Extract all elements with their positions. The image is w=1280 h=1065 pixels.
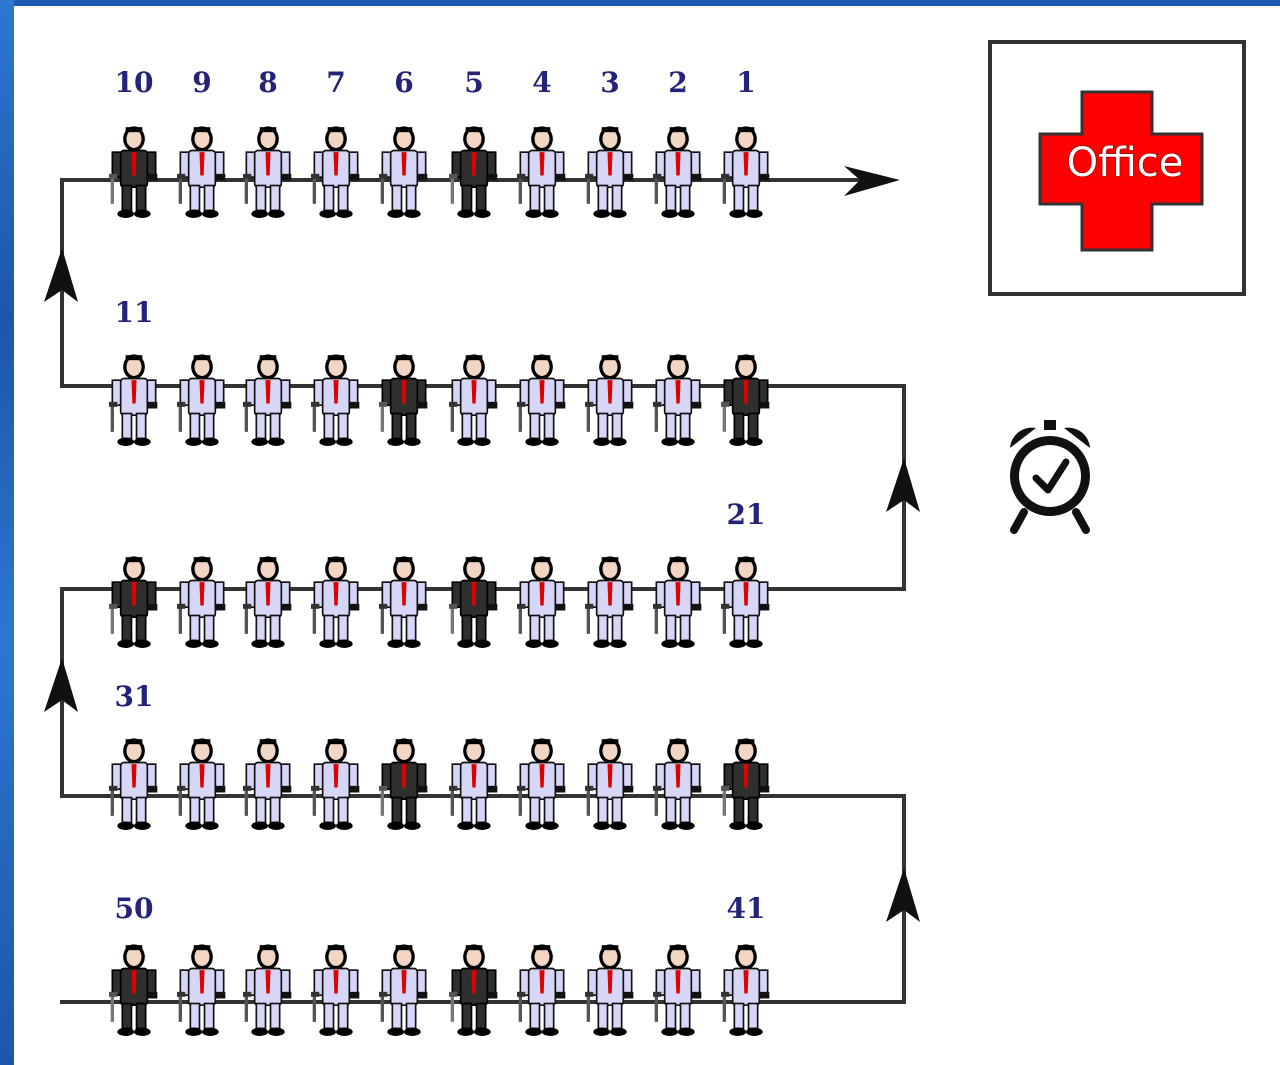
person-dark-suit-icon — [721, 353, 771, 448]
person-light-suit-icon — [653, 353, 703, 448]
person-light-suit-icon — [177, 943, 227, 1038]
person-light-suit-icon — [721, 555, 771, 650]
queue-row: 11 — [109, 296, 771, 448]
person-light-suit-icon — [517, 737, 567, 832]
person-number-label: 50 — [115, 892, 154, 925]
person-number-label: 9 — [192, 66, 211, 99]
person-light-suit-icon — [721, 943, 771, 1038]
person-light-suit-icon — [311, 555, 361, 650]
person-light-suit-icon — [517, 555, 567, 650]
person-light-suit-icon — [653, 125, 703, 220]
person-light-suit-icon — [585, 125, 635, 220]
person-light-suit-icon — [585, 353, 635, 448]
arrow-up-icon — [44, 658, 78, 712]
person-light-suit-icon — [109, 737, 159, 832]
person-dark-suit-icon — [449, 943, 499, 1038]
arrow-up-icon — [44, 248, 78, 302]
person-light-suit-icon — [379, 943, 429, 1038]
person-light-suit-icon — [243, 353, 293, 448]
person-light-suit-icon — [243, 125, 293, 220]
person-number-label: 2 — [668, 66, 687, 99]
person-number-label: 1 — [736, 66, 755, 99]
person-number-label: 10 — [115, 66, 154, 99]
person-light-suit-icon — [653, 555, 703, 650]
person-dark-suit-icon — [379, 737, 429, 832]
person-light-suit-icon — [177, 555, 227, 650]
person-light-suit-icon — [379, 555, 429, 650]
person-light-suit-icon — [449, 737, 499, 832]
office-cross-icon — [1038, 90, 1204, 252]
person-light-suit-icon — [449, 353, 499, 448]
person-number-label: 11 — [115, 296, 154, 329]
queue-row: 10 9 8 7 6 5 4 3 2 1 — [109, 66, 771, 220]
person-light-suit-icon — [243, 737, 293, 832]
person-light-suit-icon — [109, 353, 159, 448]
person-light-suit-icon — [653, 737, 703, 832]
person-light-suit-icon — [177, 353, 227, 448]
office-sign: Office — [988, 40, 1246, 296]
arrow-up-icon — [886, 868, 920, 922]
person-light-suit-icon — [243, 943, 293, 1038]
person-light-suit-icon — [243, 555, 293, 650]
person-light-suit-icon — [379, 125, 429, 220]
person-number-label: 6 — [394, 66, 413, 99]
person-dark-suit-icon — [109, 125, 159, 220]
person-dark-suit-icon — [721, 737, 771, 832]
person-number-label: 7 — [326, 66, 345, 99]
person-dark-suit-icon — [449, 555, 499, 650]
person-light-suit-icon — [177, 737, 227, 832]
person-light-suit-icon — [311, 737, 361, 832]
person-light-suit-icon — [311, 125, 361, 220]
person-number-label: 4 — [532, 66, 551, 99]
queue-row: 21 — [109, 498, 771, 650]
person-light-suit-icon — [177, 125, 227, 220]
office-label: Office — [1067, 140, 1184, 186]
person-dark-suit-icon — [379, 353, 429, 448]
arrow-right-icon — [844, 166, 900, 196]
queue-row: 31 — [109, 680, 771, 832]
person-light-suit-icon — [585, 737, 635, 832]
person-light-suit-icon — [653, 943, 703, 1038]
person-dark-suit-icon — [109, 555, 159, 650]
person-light-suit-icon — [517, 125, 567, 220]
queue-row: 50 41 — [109, 892, 771, 1038]
person-light-suit-icon — [517, 943, 567, 1038]
person-dark-suit-icon — [449, 125, 499, 220]
person-number-label: 41 — [727, 892, 766, 925]
person-light-suit-icon — [721, 125, 771, 220]
alarm-clock-icon — [1010, 420, 1090, 534]
person-number-label: 21 — [727, 498, 766, 531]
person-light-suit-icon — [311, 943, 361, 1038]
person-number-label: 5 — [464, 66, 483, 99]
person-light-suit-icon — [517, 353, 567, 448]
direction-arrows — [44, 166, 920, 922]
window-frame-left — [0, 0, 14, 1065]
person-number-label: 3 — [600, 66, 619, 99]
person-number-label: 31 — [115, 680, 154, 713]
person-number-label: 8 — [258, 66, 277, 99]
person-light-suit-icon — [585, 943, 635, 1038]
window-frame-top — [0, 0, 1280, 6]
person-light-suit-icon — [585, 555, 635, 650]
arrow-up-icon — [886, 458, 920, 512]
person-light-suit-icon — [311, 353, 361, 448]
person-dark-suit-icon — [109, 943, 159, 1038]
